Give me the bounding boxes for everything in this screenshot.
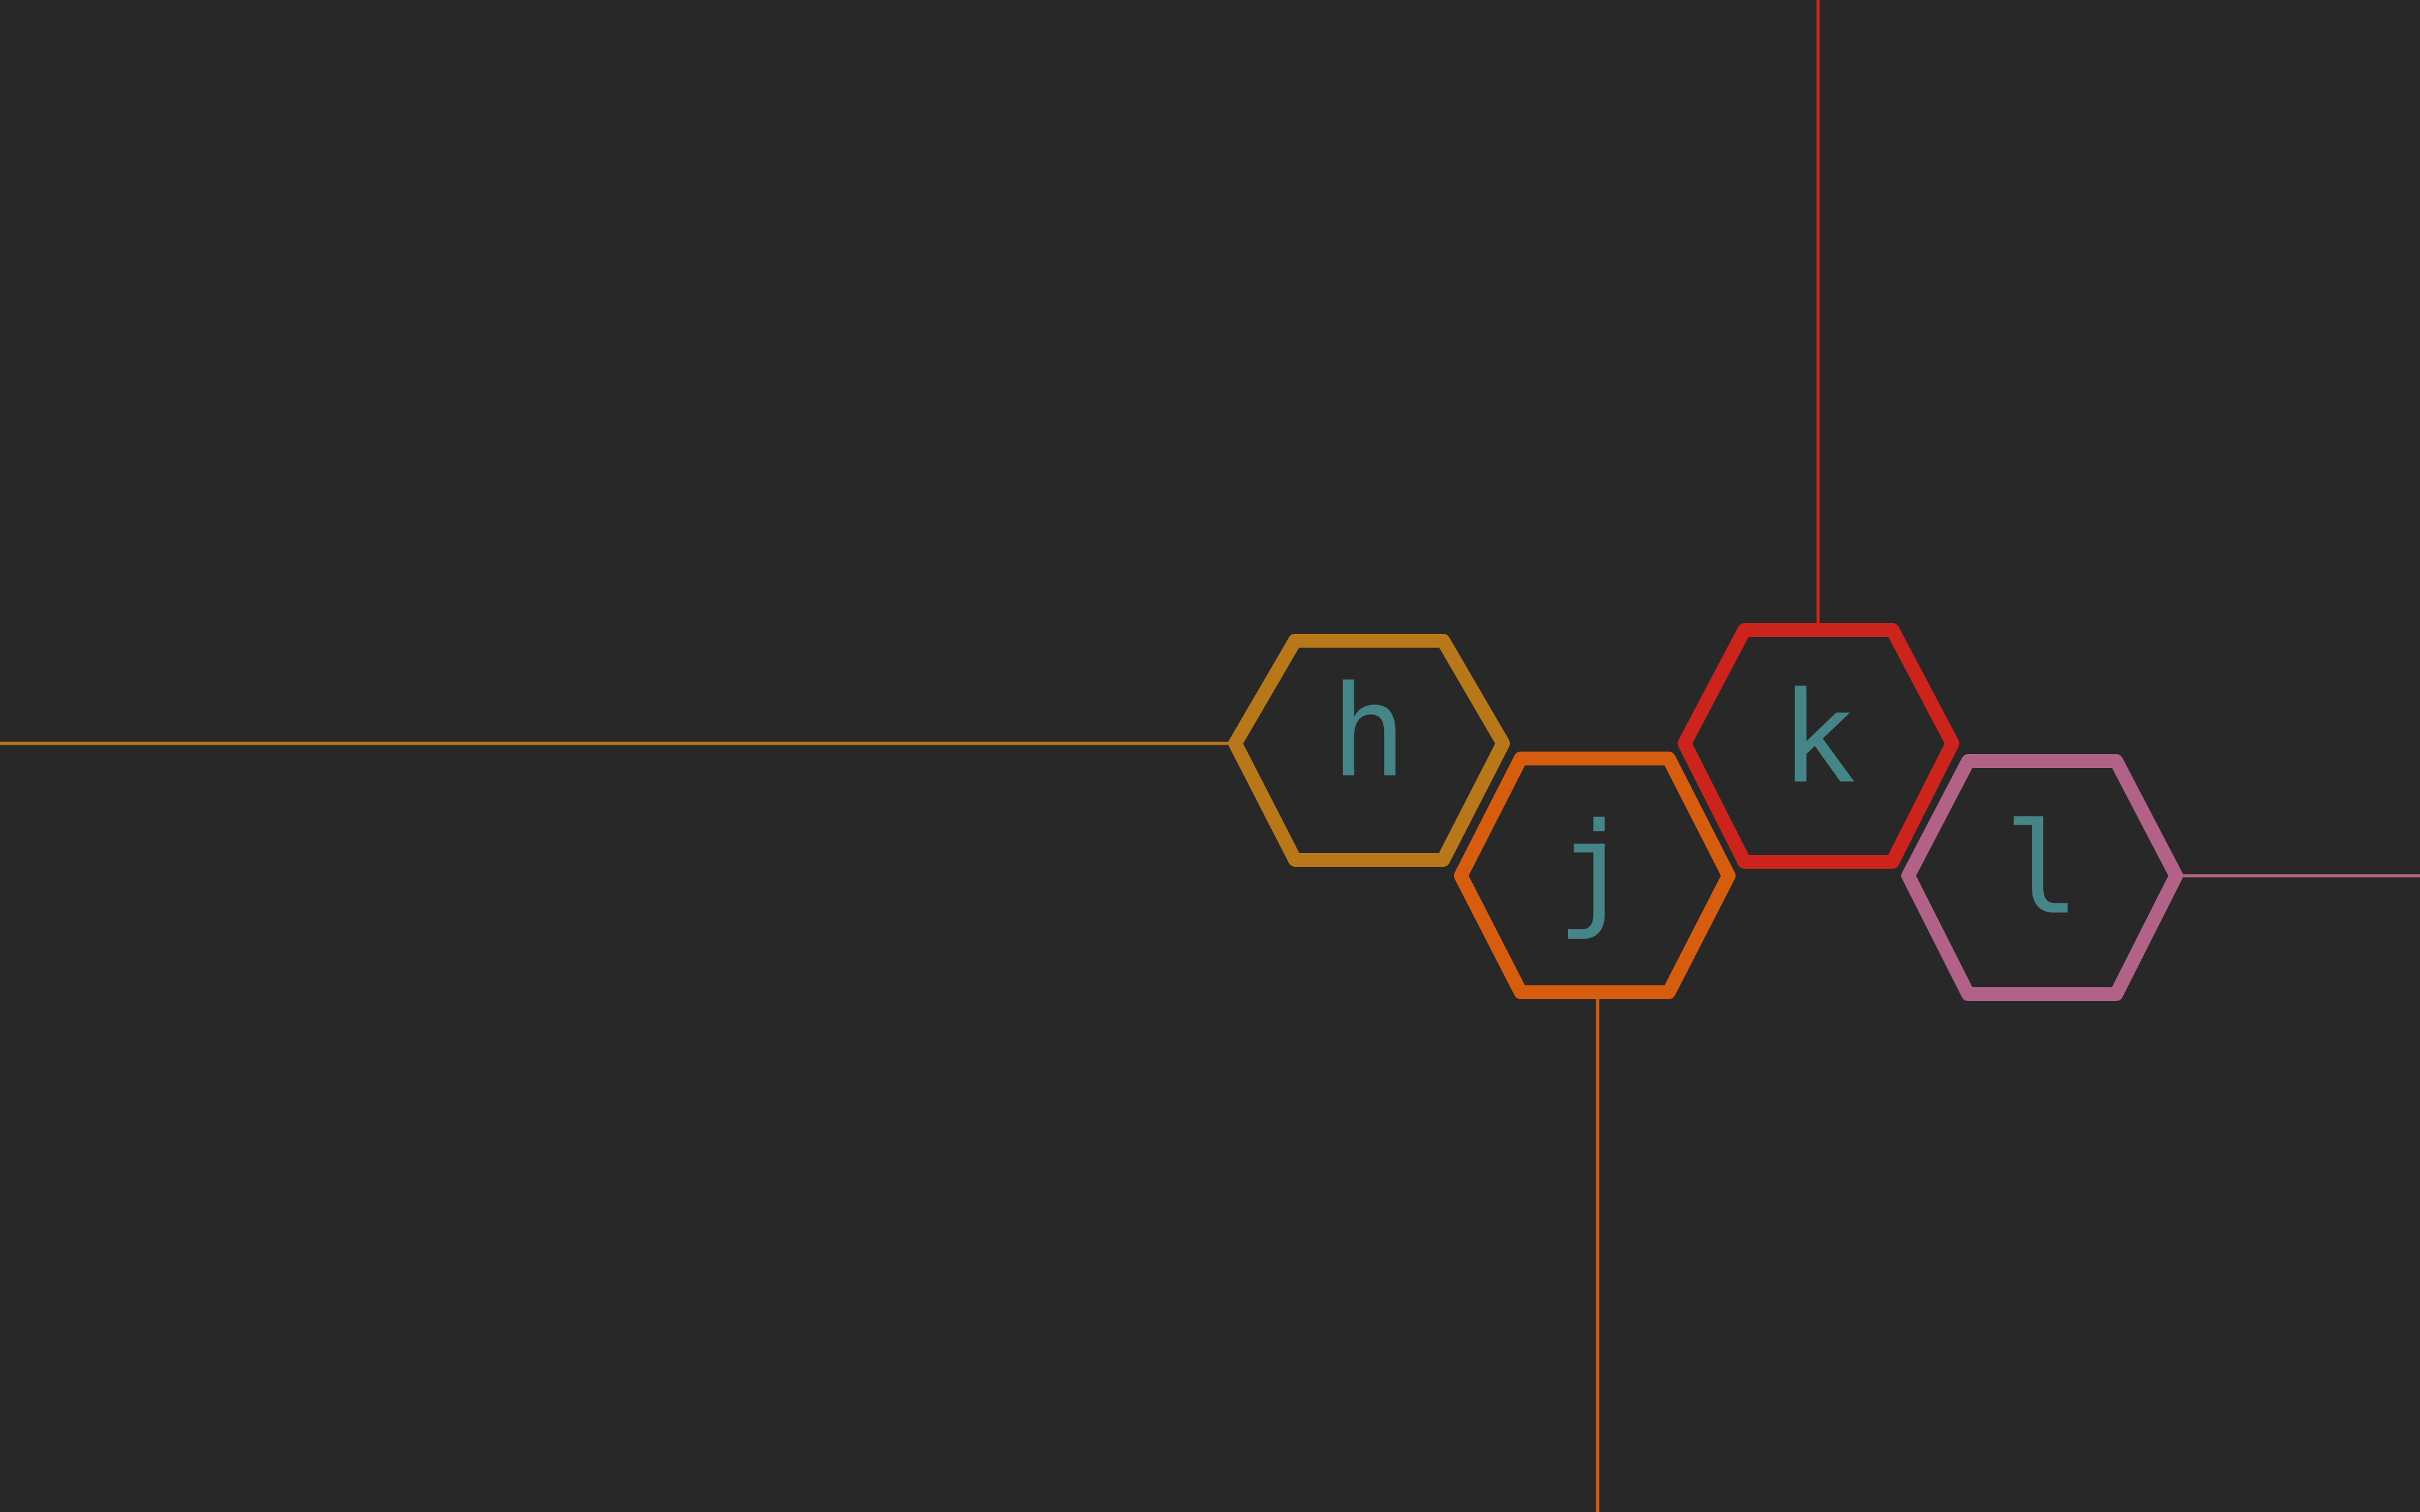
j-letter: j (1557, 796, 1632, 943)
k-hexagon (1678, 623, 1959, 869)
h-letter: h (1331, 659, 1407, 806)
k-letter: k (1780, 665, 1856, 812)
h-hexagon (1228, 634, 1510, 867)
l-hexagon (1901, 754, 2183, 1001)
key-h: h (1228, 634, 1510, 867)
j-hexagon (1454, 752, 1736, 999)
key-k: k (1678, 623, 1959, 869)
key-l: l (1901, 754, 2183, 1001)
key-j: j (1454, 752, 1736, 999)
l-letter: l (2004, 796, 2080, 943)
